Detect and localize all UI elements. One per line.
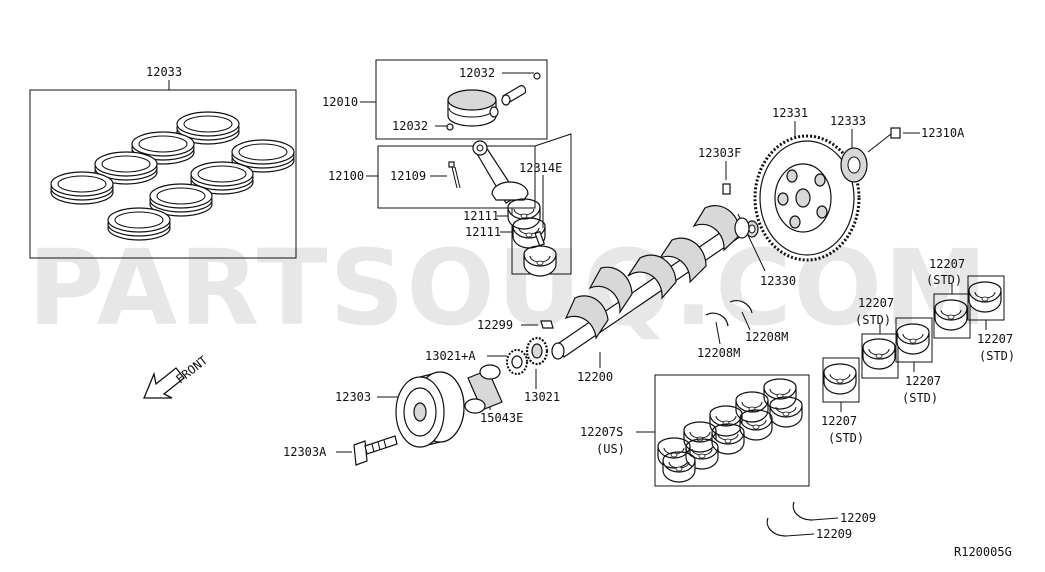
thrust-washer-b-icon <box>729 300 753 314</box>
part-label-12331: 12331 <box>772 106 808 120</box>
part-label-12208m-a: 12208M <box>697 346 740 360</box>
part-label-12200: 12200 <box>577 370 613 384</box>
crank-key-icon <box>540 320 554 329</box>
part-label-12208m-b: 12208M <box>745 330 788 344</box>
piston-assembly-box <box>375 59 548 140</box>
part-label-12207-2: 12207 <box>858 296 894 310</box>
pin-clip-top-icon <box>533 72 541 80</box>
main-bearing-shells <box>657 378 803 483</box>
part-label-12303: 12303 <box>335 390 371 404</box>
front-arrow-icon <box>143 367 185 399</box>
part-label-12207-3-sub: (STD) <box>902 391 938 405</box>
part-label-15043e: 15043E <box>480 411 523 425</box>
sprocket-a-icon <box>506 349 528 375</box>
part-label-12207-5: 12207 <box>977 332 1013 346</box>
part-label-12310a: 12310A <box>921 126 965 140</box>
connecting-rod-box <box>377 145 536 209</box>
part-label-12010: 12010 <box>322 95 358 109</box>
rod-bearing-pin-icon <box>534 230 546 247</box>
part-label-12033: 12033 <box>146 65 182 79</box>
pulley-bolt-icon <box>353 435 398 466</box>
front-label: FRONT <box>173 353 210 386</box>
part-label-12100: 12100 <box>328 169 364 183</box>
piston-icon <box>447 89 499 127</box>
part-label-12303f: 12303F <box>698 146 741 160</box>
part-label-13021a: 13021+A <box>425 349 476 363</box>
part-label-12032-clip: 12032 <box>392 119 428 133</box>
crankshaft-icon <box>551 205 750 360</box>
dowel-pin-icon <box>722 183 731 195</box>
flywheel-icon <box>753 134 861 262</box>
part-label-13021: 13021 <box>524 390 560 404</box>
part-label-12207-4: 12207 <box>929 257 965 271</box>
part-label-12303a: 12303A <box>283 445 327 459</box>
crank-pulley-icon <box>395 371 465 448</box>
piston-pin-icon <box>501 85 527 106</box>
piston-ring-set-box <box>29 89 297 259</box>
part-label-12207-4-sub: (STD) <box>926 273 962 287</box>
flywheel-bolt-icon <box>867 127 901 153</box>
sprocket-icon <box>525 336 549 366</box>
flywheel-plate-icon <box>840 147 868 183</box>
pin-clip-icon <box>446 123 454 131</box>
part-label-12209-b: 12209 <box>816 527 852 541</box>
part-label-12032-top: 12032 <box>459 66 495 80</box>
rod-bolt-icon <box>448 161 461 189</box>
piston-ring-set <box>50 111 295 241</box>
part-label-12207s-sub: (US) <box>596 442 625 456</box>
part-label-12207s: 12207S <box>580 425 623 439</box>
thrust-washer-c-icon <box>792 501 813 521</box>
thrust-washer-d-icon <box>766 517 787 537</box>
part-label-12207-1: 12207 <box>821 414 857 428</box>
part-label-12209-a: 12209 <box>840 511 876 525</box>
part-label-12207-3: 12207 <box>905 374 941 388</box>
part-label-12111-a: 12111 <box>463 209 499 223</box>
crank-spacer-icon <box>464 364 503 414</box>
part-label-12333: 12333 <box>830 114 866 128</box>
thrust-washer-a-icon <box>705 312 729 327</box>
part-label-12330: 12330 <box>760 274 796 288</box>
connecting-rod-icon <box>472 140 529 204</box>
main-bearing-set-box <box>654 374 810 487</box>
part-label-12109: 12109 <box>390 169 426 183</box>
main-bearing-1-icon <box>823 363 857 395</box>
part-label-12111-b: 12111 <box>465 225 501 239</box>
diagram-code: R120005G <box>954 545 1012 559</box>
part-label-12207-2-sub: (STD) <box>855 313 891 327</box>
part-label-12314e: 12314E <box>519 161 562 175</box>
part-label-12299: 12299 <box>477 318 513 332</box>
part-label-12207-5-sub: (STD) <box>979 349 1015 363</box>
part-label-12207-1-sub: (STD) <box>828 431 864 445</box>
